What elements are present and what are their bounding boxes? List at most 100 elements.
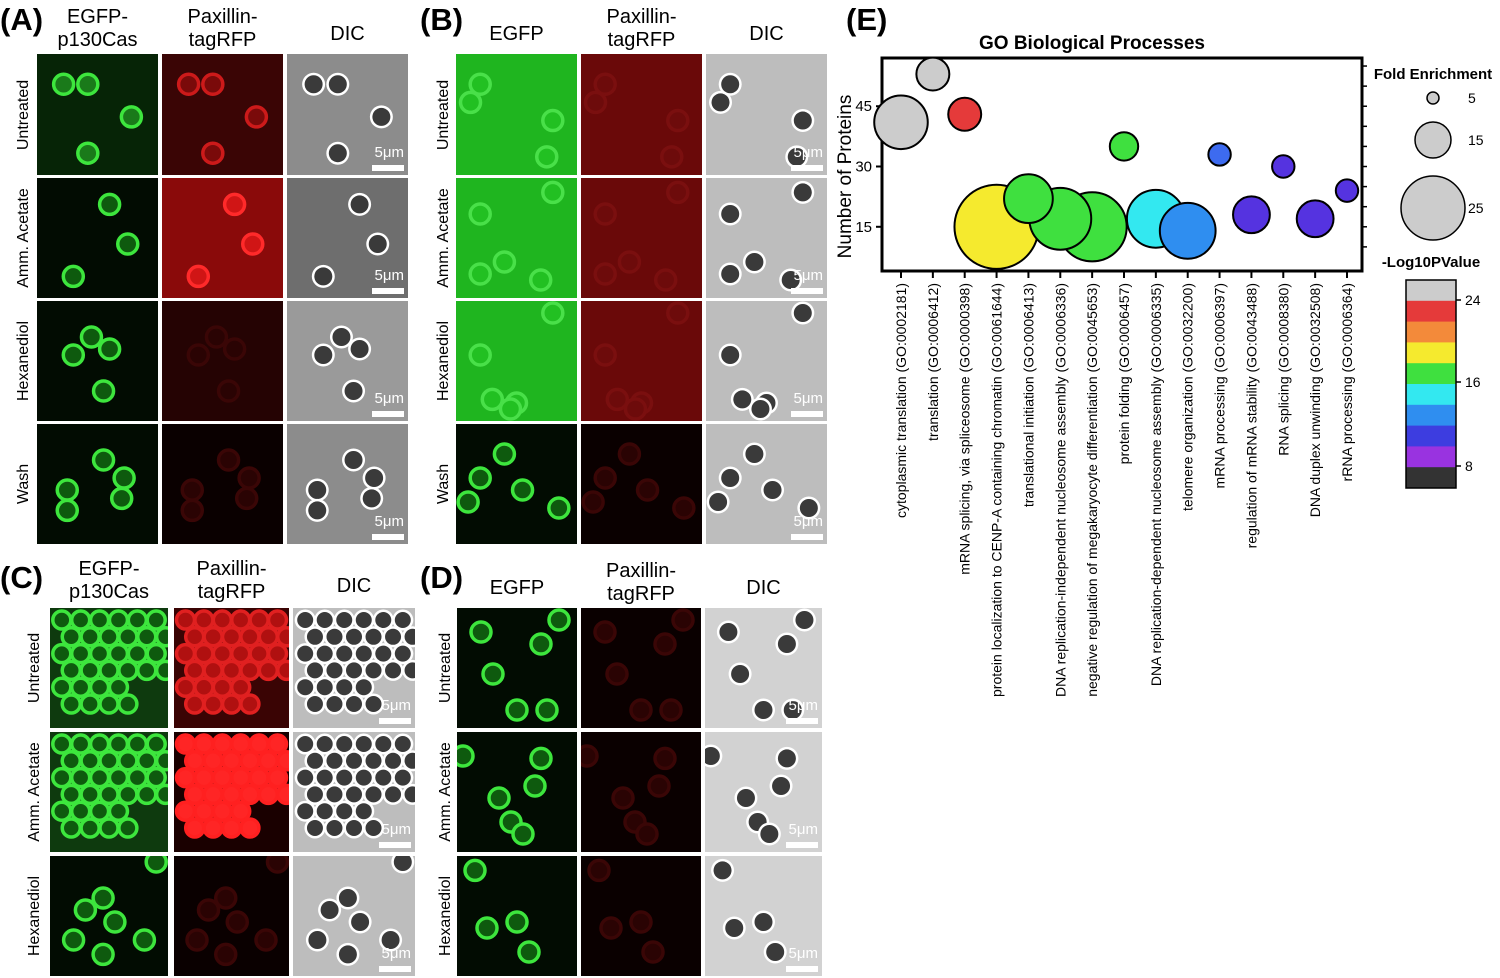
micrograph-tile xyxy=(37,424,158,544)
data-bubble xyxy=(1207,142,1232,167)
micrograph-tile: 5μm xyxy=(293,732,415,852)
row-label: Hexanediol xyxy=(26,875,43,957)
micrograph-tile xyxy=(581,301,702,421)
color-legend-swatch xyxy=(1406,384,1456,406)
color-legend-swatch xyxy=(1406,425,1456,447)
panel-label-d: (D) xyxy=(420,560,464,595)
scale-bar xyxy=(786,718,818,724)
x-tick-label: mRNA processing (GO:0006397) xyxy=(1212,283,1228,488)
scale-bar xyxy=(786,966,818,972)
micrograph-tile xyxy=(457,856,577,976)
micrograph-tile xyxy=(50,856,168,976)
micrograph-tile xyxy=(174,856,289,976)
size-legend-label: 25 xyxy=(1468,200,1484,216)
micrograph-tile xyxy=(581,732,701,852)
micrograph-tile xyxy=(581,178,702,298)
size-legend-bubble xyxy=(1426,91,1440,105)
color-legend-swatch xyxy=(1406,280,1456,302)
data-bubble xyxy=(915,56,951,92)
data-bubble xyxy=(1334,178,1360,203)
panel-label-b: (B) xyxy=(420,2,464,37)
micrograph-tile xyxy=(50,608,168,728)
x-tick-label: regulation of mRNA stability (GO:0043488… xyxy=(1243,283,1259,548)
column-heading: DIC xyxy=(336,575,372,597)
y-axis-label: Number of Proteins xyxy=(835,95,856,259)
x-tick-label: mRNA splicing, via spliceosome (GO:00003… xyxy=(957,283,973,575)
row-label: Amm. Acetate xyxy=(437,742,454,842)
micrograph-tile xyxy=(456,178,577,298)
scale-bar xyxy=(379,966,411,972)
row-label: Untreated xyxy=(26,632,43,704)
micrograph-tile xyxy=(162,424,283,544)
x-tick-label: DNA replication-independent nucleosome a… xyxy=(1052,283,1068,697)
scale-bar xyxy=(372,288,404,294)
micrograph-tile: 5μm xyxy=(706,54,827,175)
column-heading: Paxillin- tagRFP xyxy=(196,558,267,603)
scale-bar-label: 5μm xyxy=(381,945,411,962)
scale-bar-label: 5μm xyxy=(374,390,404,407)
micrograph-tile: 5μm xyxy=(287,424,408,544)
color-legend-swatch xyxy=(1406,404,1456,427)
x-tick-label: protein localization to CENP-A containin… xyxy=(989,283,1005,697)
column-heading: EGFP- p130Cas xyxy=(57,6,138,51)
chart-title: GO Biological Processes xyxy=(979,33,1205,54)
scale-bar xyxy=(372,165,404,171)
data-bubble xyxy=(1295,199,1335,239)
row-label: Wash xyxy=(435,463,452,505)
column-heading: Paxillin- tagRFP xyxy=(606,6,677,51)
x-tick-label: protein folding (GO:0006457) xyxy=(1116,283,1132,464)
micrograph-tile xyxy=(174,732,289,852)
micrograph-tile xyxy=(457,732,577,852)
scale-bar xyxy=(791,534,823,540)
color-legend-title: -Log10PValue xyxy=(1382,254,1480,271)
x-tick-label: DNA replication-dependent nucleosome ass… xyxy=(1148,283,1164,686)
scale-bar-label: 5μm xyxy=(381,821,411,838)
scale-bar-label: 5μm xyxy=(788,945,818,962)
x-tick-label: RNA splicing (GO:0008380) xyxy=(1275,283,1291,456)
scale-bar-label: 5μm xyxy=(788,697,818,714)
column-heading: EGFP- p130Cas xyxy=(68,558,150,603)
row-label: Amm. Acetate xyxy=(15,188,32,288)
scale-bar xyxy=(791,288,823,294)
column-heading: DIC xyxy=(746,577,781,599)
panel-label-c: (C) xyxy=(0,560,44,595)
x-tick-label: translational initiation (GO:0006413) xyxy=(1020,283,1036,507)
row-label: Hexanediol xyxy=(15,320,32,402)
micrograph-tile xyxy=(37,301,158,421)
scale-bar xyxy=(372,411,404,417)
column-heading: Paxillin- tagRFP xyxy=(605,560,677,605)
scale-bar xyxy=(791,411,823,417)
data-bubble xyxy=(873,94,929,151)
micrograph-tile xyxy=(581,608,701,728)
scale-bar xyxy=(379,842,411,848)
micrograph-tile xyxy=(162,301,283,421)
color-legend-swatch xyxy=(1406,446,1456,468)
scale-bar xyxy=(372,534,404,540)
micrograph-tile xyxy=(457,608,577,728)
micrograph-tile xyxy=(50,732,168,852)
x-tick-label: cytoplasmic translation (GO:0002181) xyxy=(893,283,909,518)
row-label: Untreated xyxy=(15,79,32,150)
scale-bar-label: 5μm xyxy=(374,513,404,530)
micrograph-tile xyxy=(456,424,577,544)
panel-label-e: (E) xyxy=(846,2,888,37)
x-tick-label: negative regulation of megakaryocyte dif… xyxy=(1084,283,1100,697)
x-tick-label: rRNA processing (GO:0006364) xyxy=(1339,283,1355,481)
micrograph-tile: 5μm xyxy=(705,608,822,728)
scale-bar-label: 5μm xyxy=(374,267,404,284)
row-label: Untreated xyxy=(437,632,454,704)
micrograph-tile: 5μm xyxy=(706,301,827,421)
row-label: Hexanediol xyxy=(437,875,454,957)
row-label: Amm. Acetate xyxy=(26,742,43,842)
scale-bar xyxy=(791,165,823,171)
micrograph-tile: 5μm xyxy=(287,54,408,175)
micrograph-tile xyxy=(162,178,283,298)
size-legend-label: 5 xyxy=(1468,90,1476,106)
size-legend-title: Fold Enrichment xyxy=(1374,66,1492,83)
column-heading: DIC xyxy=(749,23,784,45)
y-tick-label: 30 xyxy=(855,159,872,176)
color-legend-label: 16 xyxy=(1465,374,1481,390)
micrograph-tile: 5μm xyxy=(293,856,415,976)
color-legend-swatch xyxy=(1406,342,1456,364)
